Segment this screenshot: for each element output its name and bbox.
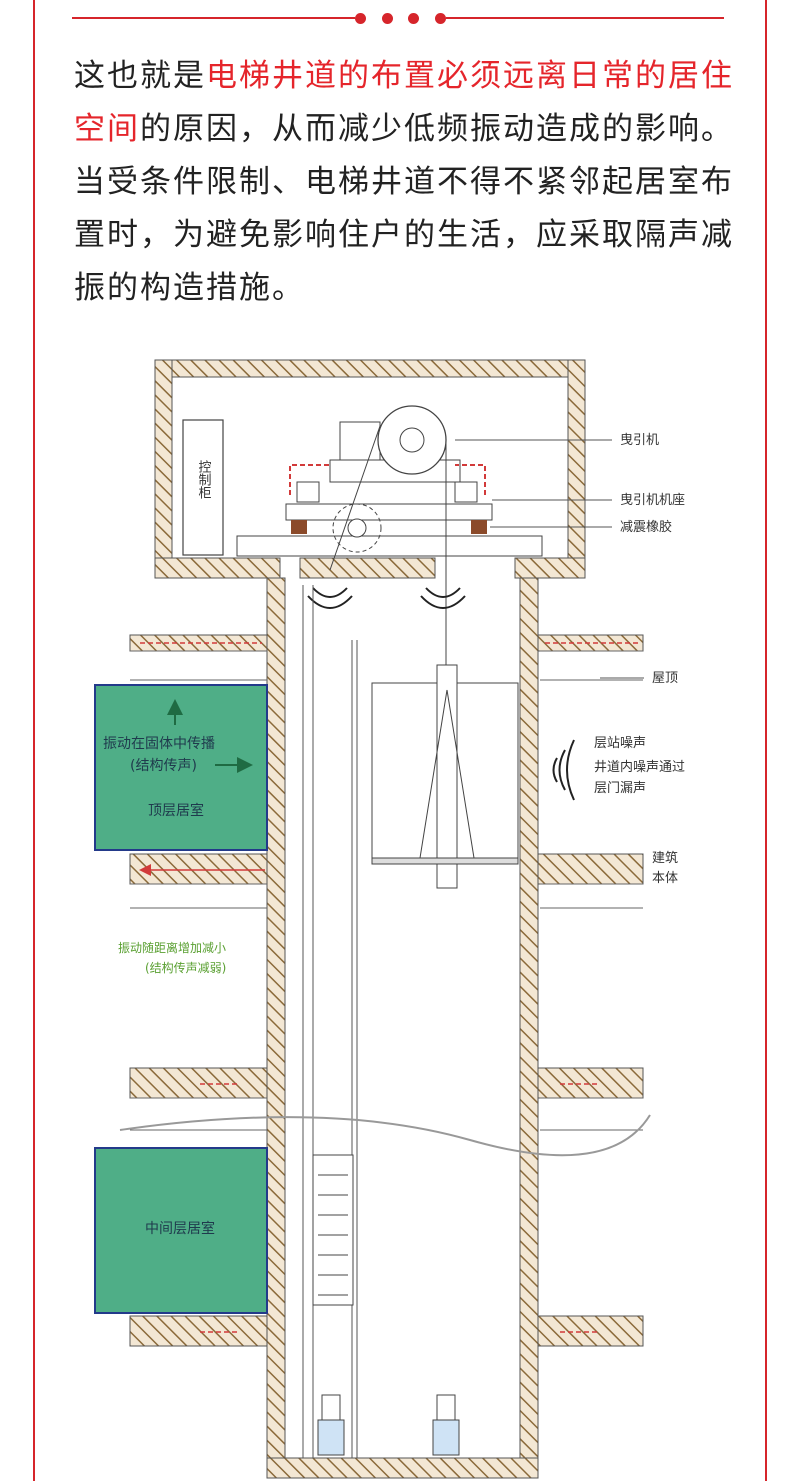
landing-noise-label: 层站噪声	[594, 736, 646, 751]
solid-vibration-label-2: (结构传声)	[130, 758, 197, 774]
dot	[434, 12, 446, 24]
damping-rubber-label: 减震橡胶	[620, 519, 672, 535]
dot	[355, 12, 366, 24]
building-body-label-2: 本体	[652, 871, 678, 886]
top-room: 振动在固体中传播 (结构传声) 顶层居室	[94, 684, 268, 851]
dot	[408, 12, 420, 24]
decorative-dots	[355, 11, 446, 25]
intro-highlight: 电梯井道的布置必须远离日常的居住空间	[74, 58, 734, 147]
solid-vibration-label-1: 振动在固体中传播	[103, 736, 215, 752]
slab-vibration-arrows	[139, 642, 638, 1333]
machine-base-label: 曳引机机座	[620, 493, 685, 508]
attenuation-label-1: 振动随距离增加减小	[118, 940, 226, 955]
floor-slabs-left	[129, 634, 268, 1347]
traction-machine-assembly: 曳引机 曳引机机座 减震橡胶	[236, 405, 685, 665]
traction-machine-label: 曳引机	[620, 433, 659, 448]
machine-room	[154, 359, 586, 579]
intro-text-2: 的原因，从而减少低频振动造成的影响。当受条件限制、电梯井道不得不紧邻起居室布置时…	[74, 111, 734, 306]
attenuation-label-2: (结构传声减弱)	[145, 960, 226, 975]
buffers	[317, 1394, 460, 1456]
noise-doors-label-2: 层门漏声	[594, 780, 646, 796]
control-cabinet: 控制柜	[182, 419, 224, 556]
top-room-label: 顶层居室	[148, 802, 204, 819]
top-right-rule	[446, 17, 724, 19]
dot	[381, 12, 393, 24]
left-border	[33, 0, 35, 1481]
intro-text-1: 这也就是	[74, 58, 206, 94]
roof-label: 屋顶	[652, 671, 678, 686]
right-border	[765, 0, 767, 1481]
vibration-waves	[307, 587, 466, 609]
shaft-walls	[266, 577, 539, 1479]
floor-slabs-right	[537, 634, 644, 1347]
elevator-car	[371, 664, 519, 889]
elevator-shaft-diagram: 控制柜 曳引机 曳引机机座 减震橡胶	[94, 359, 685, 1479]
counterweight	[312, 1154, 354, 1306]
ceiling-grids	[130, 650, 643, 1131]
building-body-label-1: 建筑	[652, 850, 678, 866]
break-line	[119, 1114, 651, 1157]
noise-doors-label-1: 井道内噪声通过	[594, 759, 685, 775]
landing-noise	[552, 739, 575, 801]
control-cabinet-label: 控制柜	[196, 460, 212, 499]
middle-room-label: 中间层居室	[145, 1220, 215, 1237]
middle-room: 中间层居室	[94, 1147, 268, 1314]
top-left-rule	[72, 17, 355, 19]
intro-paragraph: 这也就是电梯井道的布置必须远离日常的居住空间的原因，从而减少低频振动造成的影响。…	[74, 50, 734, 315]
